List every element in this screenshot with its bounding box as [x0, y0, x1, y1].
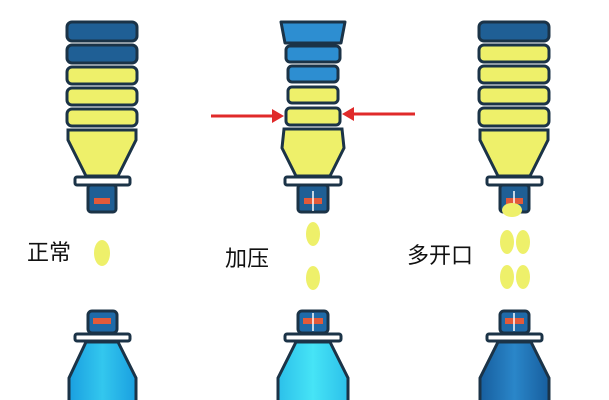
collar [283, 332, 343, 343]
shoulder [478, 128, 550, 178]
band [65, 43, 139, 65]
arrow-left-icon [342, 107, 415, 121]
label-normal: 正常 [27, 241, 72, 266]
label-multi-hole: 多开口 [407, 244, 474, 269]
drop [500, 230, 514, 254]
band [65, 65, 139, 86]
drop [94, 240, 110, 266]
body [276, 340, 350, 400]
band [284, 44, 342, 64]
band [477, 106, 551, 128]
drop [502, 203, 522, 217]
band [286, 85, 340, 105]
drop [500, 265, 514, 289]
band [279, 20, 347, 45]
bottle-multi-hole [477, 20, 551, 214]
band [65, 86, 139, 107]
bottom-bottle-2 [276, 309, 350, 400]
band [477, 85, 551, 106]
valve [94, 198, 110, 204]
bottle-pressurized [211, 20, 415, 214]
drop [306, 266, 320, 290]
bottom-bottle-3 [478, 309, 551, 400]
collar [485, 332, 544, 343]
band [477, 64, 551, 85]
valve [93, 318, 111, 324]
collar [73, 332, 132, 343]
arrow-right-icon [211, 109, 284, 123]
shoulder [66, 128, 138, 178]
body [478, 340, 551, 400]
shoulder [280, 127, 346, 178]
band [284, 106, 342, 127]
band [477, 20, 551, 43]
band [65, 107, 139, 128]
drop [516, 230, 530, 254]
bottom-bottle-1 [67, 309, 138, 400]
band [477, 43, 551, 64]
drop [516, 265, 530, 289]
bottle-normal [65, 20, 139, 214]
label-pressurized: 加压 [225, 247, 270, 272]
band [286, 64, 340, 84]
band [65, 20, 139, 43]
drops [94, 203, 530, 290]
drop [306, 222, 320, 246]
body [67, 340, 138, 400]
